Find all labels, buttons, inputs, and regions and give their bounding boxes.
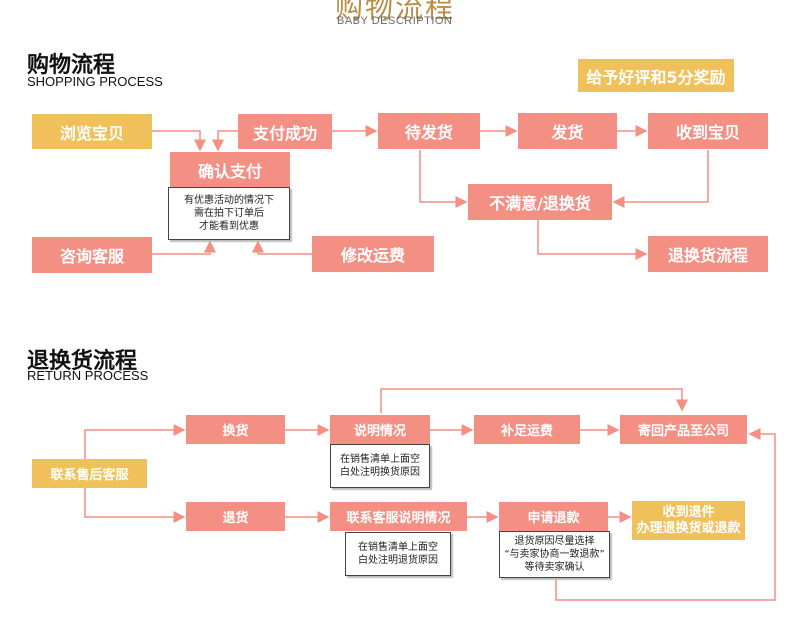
explain-box: 说明情况 bbox=[330, 415, 430, 444]
discount-note: 有优惠活动的情况下 需在拍下订单后 才能看到优惠 bbox=[168, 187, 290, 240]
refund-box: 退货 bbox=[186, 502, 285, 531]
apply-refund-note-line: 等待卖家确认 bbox=[524, 562, 585, 573]
returns-subtitle: RETURN PROCESS bbox=[27, 368, 149, 383]
pending-ship-box: 待发货 bbox=[378, 113, 480, 149]
refund-reason-note-line: 在销售清单上面空 bbox=[358, 542, 438, 553]
consult-box: 咨询客服 bbox=[32, 237, 152, 273]
send-back-box: 寄回产品至公司 bbox=[620, 415, 747, 444]
receive-return-line: 收到退件 bbox=[662, 504, 715, 520]
exchange-note-line: 在销售清单上面空 bbox=[340, 454, 420, 465]
refund-reason-note-line: 白处注明退货原因 bbox=[358, 555, 438, 566]
discount-note-line: 有优惠活动的情况下 bbox=[184, 195, 274, 206]
reward-box: 给予好评和5分奖励 bbox=[578, 59, 734, 92]
discount-note-line: 才能看到优惠 bbox=[199, 221, 259, 232]
shopping-subtitle: SHOPPING PROCESS bbox=[27, 74, 163, 89]
banner-title: 购物流程 bbox=[335, 0, 456, 24]
pay-success-box: 支付成功 bbox=[238, 114, 332, 149]
exchange-box: 换货 bbox=[186, 415, 285, 444]
received-box: 收到宝贝 bbox=[648, 113, 768, 149]
apply-refund-box: 申请退款 bbox=[499, 502, 608, 531]
exchange-note: 在销售清单上面空 白处注明换货原因 bbox=[330, 444, 430, 488]
unsatisfied-box: 不满意/退换货 bbox=[468, 184, 612, 220]
apply-refund-note-line: “与卖家协商一致退款” bbox=[504, 549, 605, 560]
apply-refund-note: 退货原因尽量选择 “与卖家协商一致退款” 等待卖家确认 bbox=[499, 531, 610, 578]
refund-reason-note: 在销售清单上面空 白处注明退货原因 bbox=[345, 532, 451, 576]
contact-box: 联系售后客服 bbox=[32, 459, 147, 488]
returns-title: 退换货流程 bbox=[27, 349, 138, 374]
exchange-note-line: 白处注明换货原因 bbox=[340, 467, 420, 478]
return-flow-box: 退换货流程 bbox=[648, 236, 768, 272]
add-shipping-box: 补足运费 bbox=[474, 415, 580, 444]
apply-refund-note-line: 退货原因尽量选择 bbox=[514, 536, 595, 547]
shopping-title: 购物流程 bbox=[27, 53, 116, 78]
browse-box: 浏览宝贝 bbox=[32, 114, 152, 149]
modify-shipping-box: 修改运费 bbox=[312, 236, 434, 272]
receive-return-line: 办理退换货或退款 bbox=[636, 520, 741, 536]
discount-note-line: 需在拍下订单后 bbox=[194, 208, 264, 219]
receive-return-box: 收到退件 办理退换货或退款 bbox=[632, 501, 745, 540]
shipped-box: 发货 bbox=[518, 113, 617, 149]
banner-subtitle: BABY DESCRIPTION bbox=[337, 15, 453, 27]
contact-explain-box: 联系客服说明情况 bbox=[330, 502, 467, 531]
confirm-pay-box: 确认支付 bbox=[170, 152, 290, 187]
